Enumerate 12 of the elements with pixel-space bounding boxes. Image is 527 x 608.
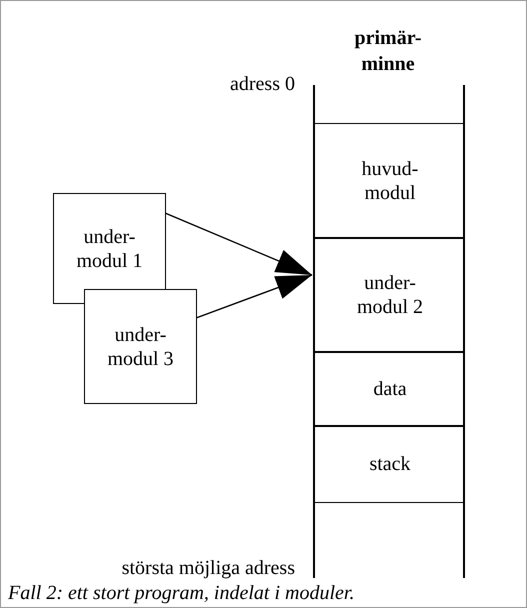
memory-segment: stack bbox=[315, 425, 465, 503]
memory-segment: under- modul 2 bbox=[315, 237, 465, 353]
memory-segment: data bbox=[315, 351, 465, 427]
arrow bbox=[196, 274, 312, 319]
arrow bbox=[164, 212, 312, 276]
address-label: största möjliga adress bbox=[122, 556, 295, 580]
caption: Fall 2: ett stort program, indelat i moduler. bbox=[8, 581, 354, 605]
address-label: adress 0 bbox=[230, 72, 295, 96]
module-box: under- modul 1 bbox=[53, 193, 166, 304]
module-box: under- modul 3 bbox=[84, 289, 197, 404]
column-heading: primär- minne bbox=[353, 26, 422, 77]
memory-segment: huvud- modul bbox=[315, 123, 465, 239]
